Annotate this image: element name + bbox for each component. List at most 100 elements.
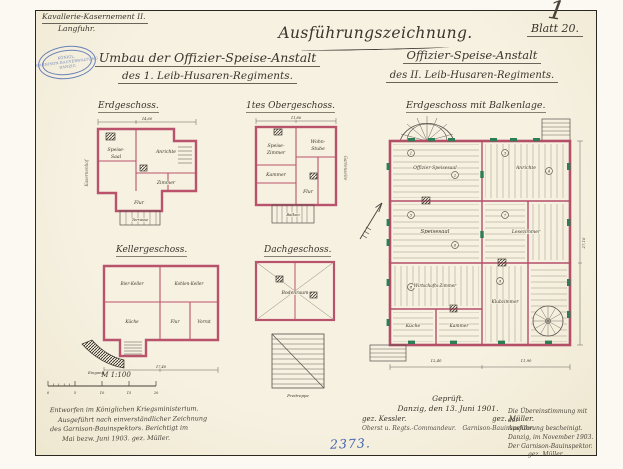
room-label: Stube [311,146,325,152]
room-label: Küche [405,323,421,329]
chimney-hatch [421,196,507,313]
room-label: Flur [133,200,145,206]
beam-mark: 7 [504,212,507,217]
room-label: Speise- [108,147,125,153]
dimension-line [97,119,197,125]
scale-label: M 1:100 [100,371,131,379]
sheet-label-text: Blatt 20. [527,22,583,37]
terrace-label: Terrasse [132,217,149,222]
room-label: Speisesaal [421,229,450,235]
dimension-line [103,367,219,373]
project-title-right: Offizier-Speise-Anstalt [382,48,562,64]
signature-left: gez. Kessler. [362,415,407,423]
scale-bar-lines [47,381,157,387]
cert-line: gez. Müller. [528,451,564,459]
approval-place-date: Danzig, den 13. Juni 1901. [397,404,499,413]
room-label: Anrichte [155,149,176,155]
plan-title-erdgeschoss: Erdgeschoss. [98,101,159,113]
beam-layout [393,144,567,342]
plan-keller: Bier-Keller Kohlen-Keller Küche Flur Vor… [81,264,220,376]
stair-lines [178,146,192,164]
window-marks [386,138,571,344]
scale-tick: 10 [100,391,105,395]
room-label: Wirtschafts-Zimmer [414,283,457,288]
north-arrow-icon [359,202,383,240]
dimension-text: 12,40 [431,358,442,363]
room-label: Klubzimmer [490,300,519,305]
dimension-text: 11,90 [521,358,532,363]
balcony-label: Balkon [285,212,300,217]
room-label: Bier-Keller [120,281,145,286]
spiral-stair [532,305,564,337]
cert-line: Danzig, im November 1903. [508,434,594,442]
room-label: Kammer [449,324,470,329]
beam-mark: 5 [410,212,413,217]
room-label: Lesezimmer [511,229,541,235]
dimension-text: 27,10 [581,237,586,249]
note-line: Mai bezw. Juni 1903. gez. Müller. [62,433,171,443]
stair-lines [124,341,142,355]
beam-mark: 8 [410,284,413,289]
side-label: Gartenseite [343,156,348,181]
project-subtitle-left: des 1. Leib-Husaren-Regiments. [110,70,305,84]
scale-tick: 15 [127,391,132,395]
dimension-lines [389,140,583,370]
plan-title-large: Erdgeschoss mit Balkenlage. [406,100,546,113]
walls [254,125,338,207]
scale-tick: 20 [153,391,159,395]
entry-label: Eingang [87,370,105,375]
exterior-stair [541,118,571,142]
certification-block: Die Übereinstimmung mit der Ausführung b… [508,408,596,460]
room-label: Zimmer [156,180,176,186]
project-title-right-line2: des II. Leib-Husaren-Regiments. [385,70,559,83]
dimension-line [255,118,337,124]
site-name: Kavallerie-Kasernement II. [42,12,148,24]
signature-title-left: Oberst u. Regts.-Commandeur. [362,425,456,432]
sheet-label: Blatt 20. [527,22,583,37]
walls [102,264,220,358]
notes-left: Entworfen im Königlichen Kriegsministeri… [50,404,255,445]
project-subtitle-right: des II. Leib-Husaren-Regiments. [382,70,562,83]
room-label: Kohlen-Keller [174,281,205,286]
project-title-left-line2: des 1. Leib-Husaren-Regiments. [117,70,298,84]
plan-dach: Bodenraum Freitreppe [254,260,336,399]
cert-line: Die Übereinstimmung mit der [508,408,588,424]
beam-mark: 3 [504,150,507,155]
room-label: Kammer [265,172,287,178]
stair-detail [271,333,325,389]
terrace-outline [119,210,161,226]
project-title-left-line1: Umbau der Offizier-Speise-Anstalt [94,50,321,67]
beam-mark: 1 [410,150,412,155]
beam-marks: 1 2 3 4 5 6 7 8 9 [407,149,553,291]
chimney-hatch [105,132,148,172]
signature-title-right: Garnison-Bauinspektor. [462,425,534,432]
dimension-text: 14,60 [142,117,153,121]
room-label: Speise- [268,143,285,149]
room-label: Bodenraum [280,290,309,296]
room-label: Zimmer [266,150,286,156]
plan-erdgeschoss: 14,60 Speise- Saal Anrichte Zimmer Flur … [83,116,198,226]
beam-mark: 4 [547,168,551,173]
dimension-text: 11,80 [291,116,302,120]
signature-right: gez. Müller. [492,415,534,423]
entrance-ramp-hatch [81,339,125,369]
balcony-outline [271,204,315,224]
site-block: Kavallerie-Kasernement II. Langfuhr. [42,12,148,34]
cert-line: Ausführung bescheinigt. [508,425,583,433]
project-title-right-line1: Offizier-Speise-Anstalt [402,48,542,64]
dimension-text: 17,40 [156,365,167,369]
plan-large: 1 2 3 4 5 6 7 8 9 Offizier-Speisesaal An… [359,116,587,370]
scale-tick: 0 [47,391,50,395]
stair-label: Freitreppe [286,393,309,398]
project-title-left: Umbau der Offizier-Speise-Anstalt [90,50,325,67]
approval-block: Geprüft. Danzig, den 13. Juni 1901. gez.… [352,394,544,432]
plan-title-obergeschoss: 1tes Obergeschoss. [246,101,335,113]
chimney-hatch [275,275,318,299]
chimney-hatch [273,128,318,180]
room-label: Flur [302,189,314,195]
approval-checked: Geprüft. [432,394,464,403]
site-location: Langfuhr. [58,23,96,33]
room-label: Wohn- [311,139,326,145]
plan-title-dach: Dachgeschoss. [264,245,332,257]
